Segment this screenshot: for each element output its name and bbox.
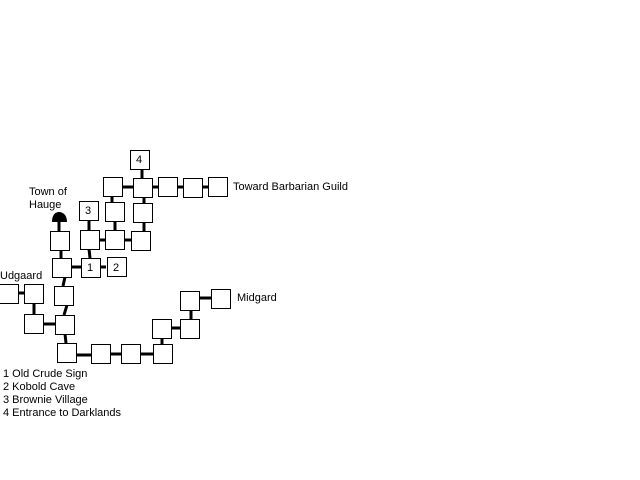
passage [61, 276, 67, 287]
room [24, 284, 44, 304]
room [80, 230, 100, 250]
room [131, 231, 151, 251]
room [121, 344, 141, 364]
room [133, 203, 153, 223]
legend-item: 1 Old Crude Sign [3, 368, 88, 380]
room [24, 314, 44, 334]
room-number-3: 3 [85, 205, 92, 217]
room [208, 177, 228, 197]
legend-item: 4 Entrance to Darklands [3, 407, 122, 419]
barbarian-guild-label: Toward Barbarian Guild [233, 181, 348, 193]
room [81, 258, 101, 278]
room [152, 319, 172, 339]
passage [63, 333, 68, 344]
room [57, 343, 77, 363]
map-legend: 1 Old Crude Sign 2 Kobold Cave 3 Brownie… [3, 368, 121, 420]
room [105, 202, 125, 222]
room [79, 201, 99, 221]
town-of-hauge-label: Town of Hauge [29, 186, 67, 211]
room [52, 258, 72, 278]
udgaard-label: Udgaard [0, 270, 43, 282]
room [183, 178, 203, 198]
legend-item: 3 Brownie Village [3, 394, 88, 406]
midgard-label: Midgard [237, 292, 277, 304]
room [105, 230, 125, 250]
legend-item: 2 Kobold Cave [3, 381, 76, 393]
room [153, 344, 173, 364]
room [133, 178, 153, 198]
passages [18, 170, 211, 357]
room [158, 177, 178, 197]
room [0, 284, 19, 304]
room [180, 319, 200, 339]
passage [62, 304, 69, 316]
room [50, 231, 70, 251]
town-mound-icon [52, 212, 67, 222]
rooms [0, 150, 231, 364]
room-number-1: 1 [87, 262, 94, 274]
room [54, 286, 74, 306]
room [103, 177, 123, 197]
room-number-4: 4 [136, 154, 143, 166]
room [130, 150, 150, 170]
room [107, 257, 127, 277]
room [180, 291, 200, 311]
room-number-2: 2 [113, 262, 120, 274]
room [211, 289, 231, 309]
room [55, 315, 75, 335]
room [91, 344, 111, 364]
passage [87, 248, 92, 259]
